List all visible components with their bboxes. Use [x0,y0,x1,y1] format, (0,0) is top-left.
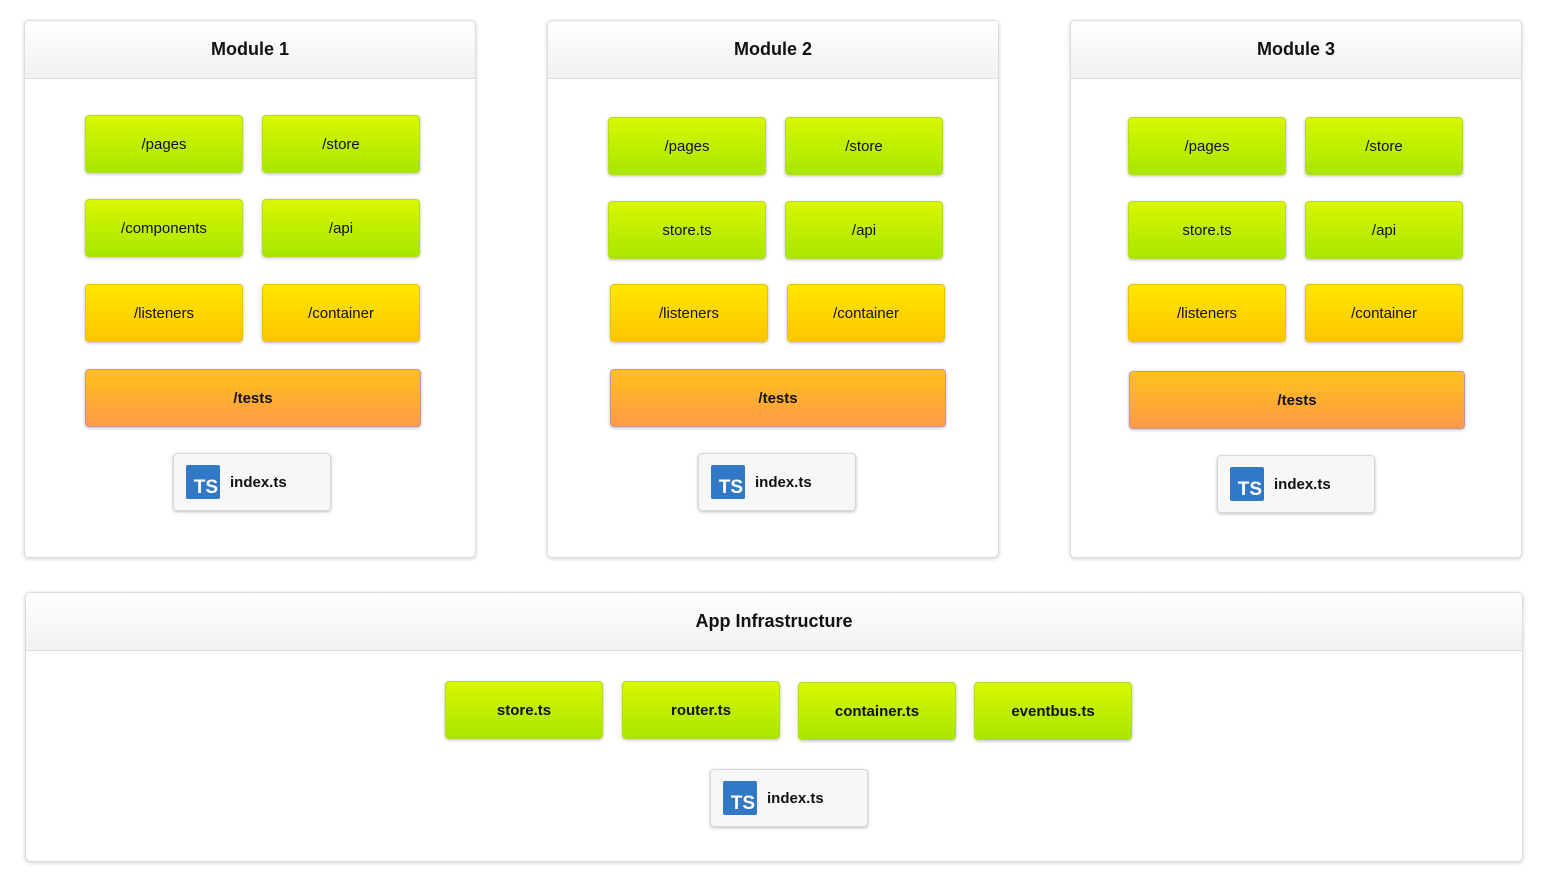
module-1-components-folder: /components [85,199,243,257]
module-3-api-folder: /api [1305,201,1463,259]
typescript-icon-label: TS [730,793,755,814]
module-3-container-folder: /container [1305,284,1463,342]
module-2-index-label: index.ts [755,473,812,491]
module-2-index-file: TS index.ts [698,453,856,511]
typescript-icon-label: TS [718,477,743,498]
module-1-tests-folder: /tests [85,369,421,427]
typescript-icon-label: TS [193,477,218,498]
module-1-index-label: index.ts [230,473,287,491]
module-1-listeners-folder: /listeners [85,284,243,342]
module-1-panel: Module 1 /pages /store /components /api … [24,20,476,558]
module-2-title: Module 2 [548,21,998,79]
module-1-pages-folder: /pages [85,115,243,173]
module-3-tests-folder: /tests [1129,371,1465,429]
app-infrastructure-body: store.ts router.ts container.ts eventbus… [26,651,1522,861]
module-3-store-folder: /store [1305,117,1463,175]
module-1-store-folder: /store [262,115,420,173]
typescript-icon: TS [186,465,220,499]
module-2-listeners-folder: /listeners [610,284,768,342]
module-1-api-folder: /api [262,199,420,257]
module-2-api-folder: /api [785,201,943,259]
infra-eventbus-ts-file: eventbus.ts [974,682,1132,740]
module-3-store-ts-file: store.ts [1128,201,1286,259]
typescript-icon: TS [1230,467,1264,501]
module-3-listeners-folder: /listeners [1128,284,1286,342]
module-1-body: /pages /store /components /api /listener… [25,79,475,557]
module-2-panel: Module 2 /pages /store store.ts /api /li… [547,20,999,558]
module-2-pages-folder: /pages [608,117,766,175]
infra-index-file: TS index.ts [710,769,868,827]
infra-store-ts-file: store.ts [445,681,603,739]
module-1-container-folder: /container [262,284,420,342]
app-infrastructure-panel: App Infrastructure store.ts router.ts co… [25,592,1523,862]
module-3-pages-folder: /pages [1128,117,1286,175]
module-3-index-label: index.ts [1274,475,1331,493]
module-1-index-file: TS index.ts [173,453,331,511]
module-2-store-ts-file: store.ts [608,201,766,259]
module-3-title: Module 3 [1071,21,1521,79]
typescript-icon: TS [723,781,757,815]
module-1-title: Module 1 [25,21,475,79]
module-3-panel: Module 3 /pages /store store.ts /api /li… [1070,20,1522,558]
infra-router-ts-file: router.ts [622,681,780,739]
typescript-icon: TS [711,465,745,499]
module-3-index-file: TS index.ts [1217,455,1375,513]
infra-container-ts-file: container.ts [798,682,956,740]
app-infrastructure-title: App Infrastructure [26,593,1522,651]
module-2-tests-folder: /tests [610,369,946,427]
module-2-body: /pages /store store.ts /api /listeners /… [548,79,998,557]
module-2-store-folder: /store [785,117,943,175]
module-3-body: /pages /store store.ts /api /listeners /… [1071,79,1521,557]
module-2-container-folder: /container [787,284,945,342]
infra-index-label: index.ts [767,789,824,807]
typescript-icon-label: TS [1237,479,1262,500]
